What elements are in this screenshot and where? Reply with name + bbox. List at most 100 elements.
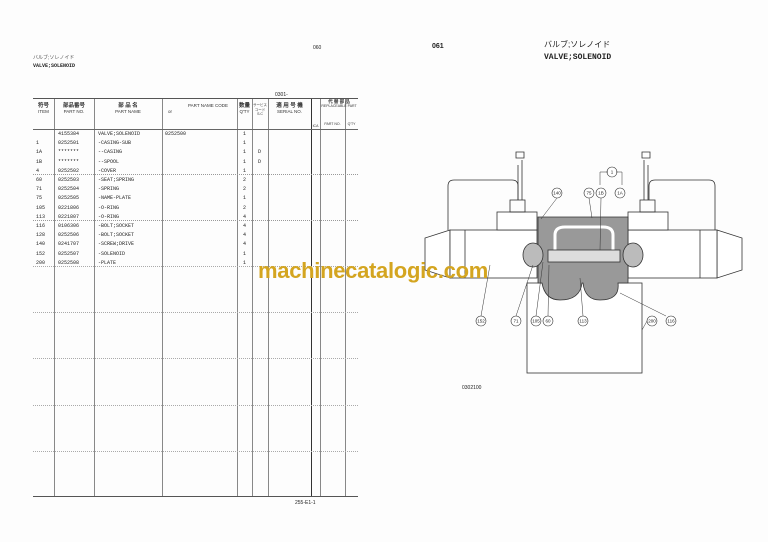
cell-name: -SEAT;SPRING xyxy=(98,177,135,183)
cell-name: -NAME-PLATE xyxy=(98,195,132,202)
right-title-jp: バルブ;ソレノイド xyxy=(544,40,611,49)
cell-qty: 1 xyxy=(243,140,247,147)
cell-sc: D xyxy=(258,158,262,165)
table-row: 75 0252505 -NAME-PLATE 1 xyxy=(33,194,358,203)
cell-name: -O-RING xyxy=(98,204,120,211)
cell-name: -BOLT;SOCKET xyxy=(98,223,135,229)
cell-part-no: 0252505 xyxy=(58,195,80,202)
cell-part-no: 0252502 xyxy=(58,167,80,174)
cell-part-no: 0252506 xyxy=(58,232,80,239)
table-row: 4155384 VALVE;SOLENOID 0252500 1 xyxy=(33,130,358,139)
section-code: 0301- xyxy=(275,92,288,98)
callout-label: 75 xyxy=(586,191,592,196)
cell-name: -O-RING xyxy=(98,213,120,220)
cell-qty: 2 xyxy=(243,204,247,211)
cell-item: 152 xyxy=(36,250,46,257)
cell-name: -SPRING xyxy=(98,186,120,193)
cell-qty: 4 xyxy=(243,223,247,229)
figure-code: 0302100 xyxy=(462,385,482,391)
cell-item: 116 xyxy=(36,223,46,229)
cell-item: 105 xyxy=(36,204,46,211)
callout-circle xyxy=(665,315,677,327)
cell-name: --SPOOL xyxy=(98,158,120,165)
cell-qty: 1 xyxy=(243,259,247,266)
header-ica: ICA xyxy=(312,124,319,128)
footer-code: 255-E1-1 xyxy=(295,500,316,506)
cell-qty: 1 xyxy=(243,195,247,202)
cell-part-no: 0252501 xyxy=(58,140,80,147)
cell-part-no: 0221807 xyxy=(58,213,80,220)
table-row: 71 0252504 -SPRING 2 xyxy=(33,185,358,194)
left-page-number: 060 xyxy=(313,45,322,51)
plate-200 xyxy=(526,282,643,374)
cell-code: 0252500 xyxy=(165,131,187,137)
cell-name: VALVE;SOLENOID xyxy=(98,131,141,137)
cell-item: 1B xyxy=(36,158,43,165)
cell-qty: 1 xyxy=(243,149,247,156)
callout-label: 71 xyxy=(513,319,519,324)
cell-qty: 4 xyxy=(243,241,247,248)
cell-item: 128 xyxy=(36,232,46,239)
cell-qty: 1 xyxy=(243,131,247,137)
right-title: VALVE;SOLENOID xyxy=(544,53,612,62)
callout-label: 113 xyxy=(579,319,587,324)
cell-part-no: ******* xyxy=(58,158,80,165)
cell-item: 113 xyxy=(36,213,46,220)
right-page-number: 061 xyxy=(432,43,444,50)
cell-name: -SCREW;DRIVE xyxy=(98,241,135,248)
left-solenoid xyxy=(424,151,538,279)
table-row: 1B ******* --SPOOL 1 D xyxy=(33,158,358,167)
cell-item: 60 xyxy=(36,177,43,183)
cell-item: 4 xyxy=(36,167,40,174)
cell-qty: 4 xyxy=(243,232,247,239)
right-solenoid xyxy=(627,151,743,279)
cell-item: 1 xyxy=(36,140,40,147)
header-or: or xyxy=(168,109,173,114)
cell-sc: D xyxy=(258,149,262,156)
cell-qty: 2 xyxy=(243,177,247,183)
cell-part-no: 0241707 xyxy=(58,241,80,248)
cell-item: 140 xyxy=(36,241,46,248)
cell-part-no: 0252508 xyxy=(58,259,80,266)
left-title-jp: バルブ;ソレノイド xyxy=(33,55,75,61)
callout-circle xyxy=(614,187,626,199)
callout-label: 1 xyxy=(611,170,614,175)
cell-item: 75 xyxy=(36,195,43,202)
cell-item: 1A xyxy=(36,149,43,156)
cell-name: -SOLENOID xyxy=(98,250,126,257)
callout-label: 140 xyxy=(553,191,561,196)
cell-item: 200 xyxy=(36,259,46,266)
valve-body xyxy=(522,216,644,301)
cell-item: 71 xyxy=(36,186,43,193)
callout-label: 152 xyxy=(477,319,485,324)
cell-qty: 2 xyxy=(243,186,247,193)
cell-part-no: 0252504 xyxy=(58,186,80,193)
cell-part-no: 4155384 xyxy=(58,131,80,137)
cell-name: --CASING xyxy=(98,149,123,156)
callout-label: 105 xyxy=(532,319,540,324)
callout-label: 1A xyxy=(617,191,623,196)
cell-qty: 4 xyxy=(243,213,247,220)
callout-label: 60 xyxy=(545,319,551,324)
cell-qty: 1 xyxy=(243,158,247,165)
cell-qty: 1 xyxy=(243,167,247,174)
cell-qty: 1 xyxy=(243,250,247,257)
callout-label: 200 xyxy=(648,319,656,324)
header-repl-qty: Q'TY xyxy=(347,122,356,126)
table-row: 140 0241707 -SCREW;DRIVE 4 xyxy=(33,240,358,249)
left-title: VALVE;SOLENOID xyxy=(33,63,76,69)
